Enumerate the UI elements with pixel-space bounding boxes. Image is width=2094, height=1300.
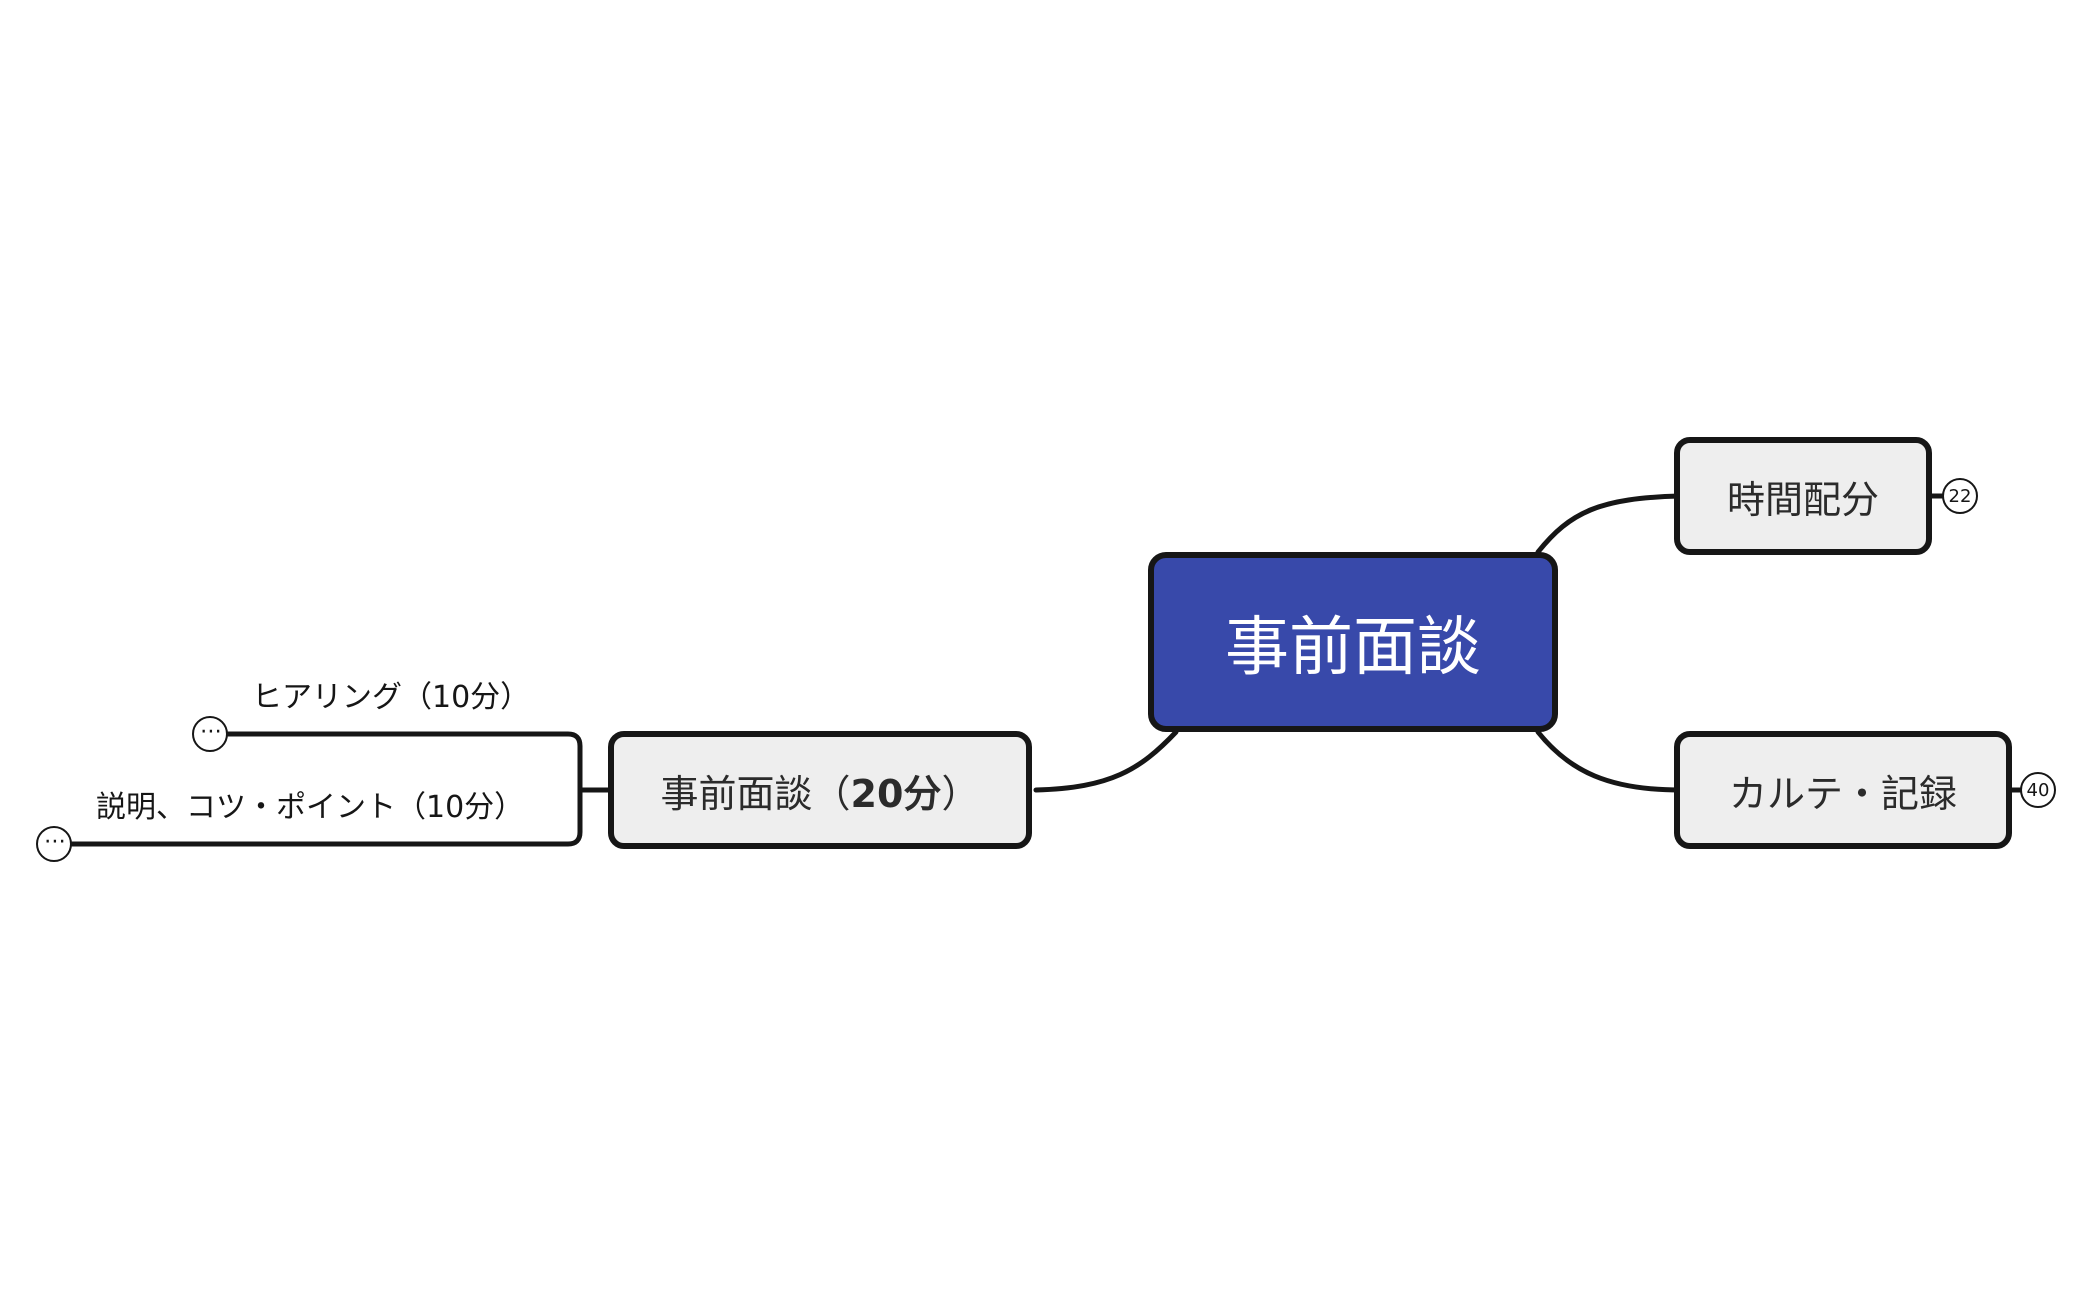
branch-node-pre-interview[interactable]: 事前面談（20分） — [608, 731, 1032, 849]
branch-node-time-allocation[interactable]: 時間配分 — [1674, 437, 1932, 555]
root-node[interactable]: 事前面談 — [1148, 552, 1558, 732]
ellipsis-icon[interactable]: ⋯ — [192, 716, 228, 752]
branch-label-chart-record: カルテ・記録 — [1728, 771, 1957, 816]
ellipsis-glyph-explanation: ⋯ — [44, 828, 66, 854]
child-count-badge-time-allocation[interactable]: 22 — [1942, 478, 1978, 514]
connector-root-time-allocation — [1535, 493, 1683, 555]
ellipsis-icon[interactable]: ⋯ — [36, 826, 72, 862]
branch-label-pre-interview-emph: 20分 — [850, 771, 942, 816]
branch-label-pre-interview: 事前面談（20分） — [661, 763, 980, 818]
branch-label-pre-interview-suffix: ） — [941, 771, 980, 816]
connector-root-pre-interview — [1033, 729, 1179, 793]
branch-node-chart-record[interactable]: カルテ・記録 — [1674, 731, 2012, 849]
branch-label-time-allocation: 時間配分 — [1726, 477, 1879, 522]
leaf-label-explanation[interactable]: 説明、コツ・ポイント（10分） — [96, 790, 525, 825]
child-count-chart-record: 40 — [2026, 779, 2050, 801]
ellipsis-glyph-hearing: ⋯ — [200, 718, 222, 744]
connector-bracket-child-1 — [209, 731, 583, 793]
child-count-time-allocation: 22 — [1948, 485, 1972, 507]
leaf-label-hearing[interactable]: ヒアリング（10分） — [252, 680, 531, 715]
branch-label-pre-interview-prefix: 事前面談（ — [660, 771, 851, 816]
connector-bracket-child-2 — [63, 787, 583, 847]
connector-root-chart-record — [1535, 729, 1683, 793]
root-label: 事前面談 — [1225, 611, 1481, 685]
child-count-badge-chart-record[interactable]: 40 — [2020, 772, 2056, 808]
